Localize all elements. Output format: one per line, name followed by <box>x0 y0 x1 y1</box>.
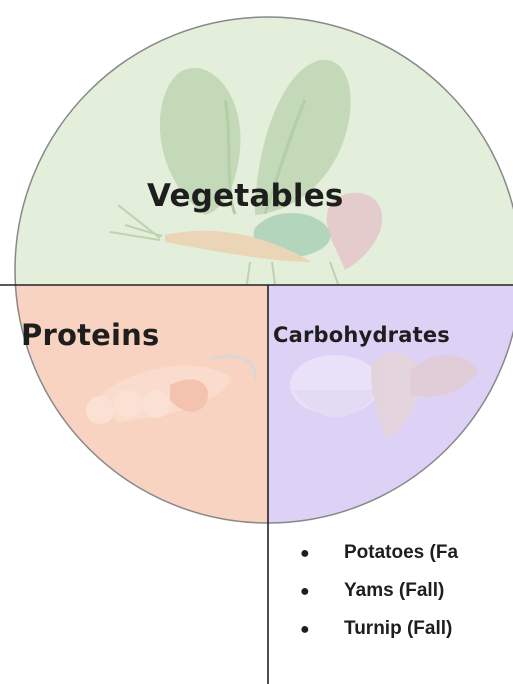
vegetables-label: Vegetables <box>147 178 344 214</box>
bullet-icon: ● <box>300 540 344 568</box>
list-item: ●Yams (Fall) <box>300 577 458 615</box>
carbohydrate-food-list: ●Potatoes (Fa ●Yams (Fall) ●Turnip (Fall… <box>300 539 458 653</box>
list-item-text: Yams (Fall) <box>344 580 444 601</box>
list-item: ●Turnip (Fall) <box>300 615 458 653</box>
proteins-label: Proteins <box>21 318 159 352</box>
bullet-icon: ● <box>300 578 344 606</box>
carbohydrates-label: Carbohydrates <box>273 323 450 347</box>
list-item-text: Potatoes (Fa <box>344 542 458 563</box>
list-item-text: Turnip (Fall) <box>344 618 452 639</box>
bullet-icon: ● <box>300 616 344 644</box>
list-item: ●Potatoes (Fa <box>300 539 458 577</box>
